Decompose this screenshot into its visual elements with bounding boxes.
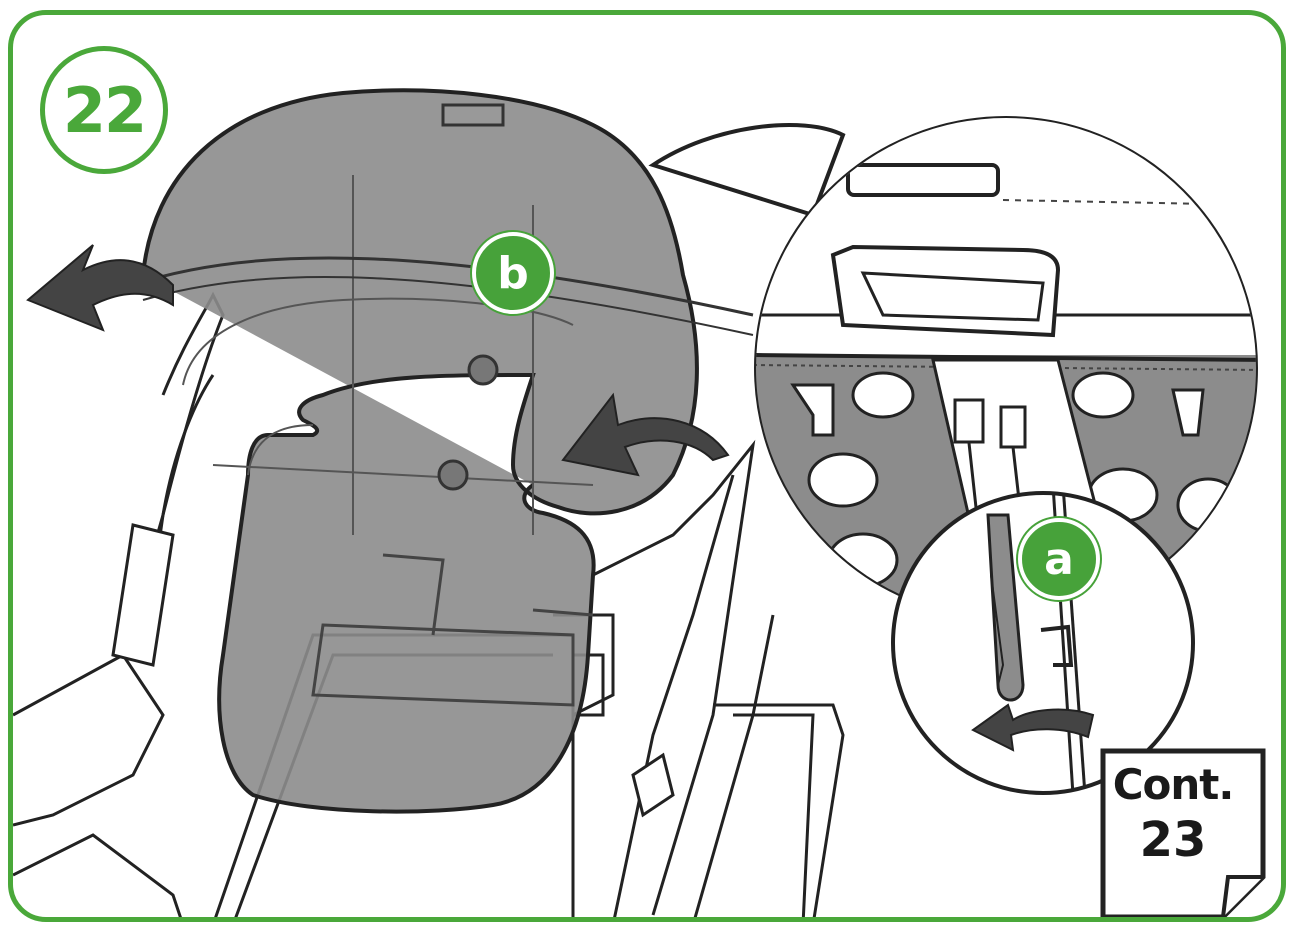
callout-a: a	[1018, 518, 1100, 600]
arrow-left-icon	[26, 244, 174, 332]
instruction-frame	[8, 10, 1286, 922]
step-number-badge: 22	[40, 46, 168, 174]
callout-b: b	[472, 232, 554, 314]
callout-a-label: a	[1044, 533, 1074, 585]
continuation-page	[1100, 748, 1266, 917]
continuation-label: Cont.	[1112, 760, 1235, 809]
seat-frame	[13, 291, 845, 917]
continuation-step: 23	[1139, 812, 1207, 868]
step-number: 22	[62, 73, 147, 147]
zoom-tail	[648, 123, 846, 218]
illustration	[13, 88, 1266, 917]
headrest	[132, 88, 754, 814]
zoom-small-circle	[891, 491, 1195, 795]
continuation-note: Cont. 23	[1090, 736, 1256, 902]
callout-b-label: b	[497, 247, 529, 299]
arrow-curved-icon	[561, 392, 730, 477]
